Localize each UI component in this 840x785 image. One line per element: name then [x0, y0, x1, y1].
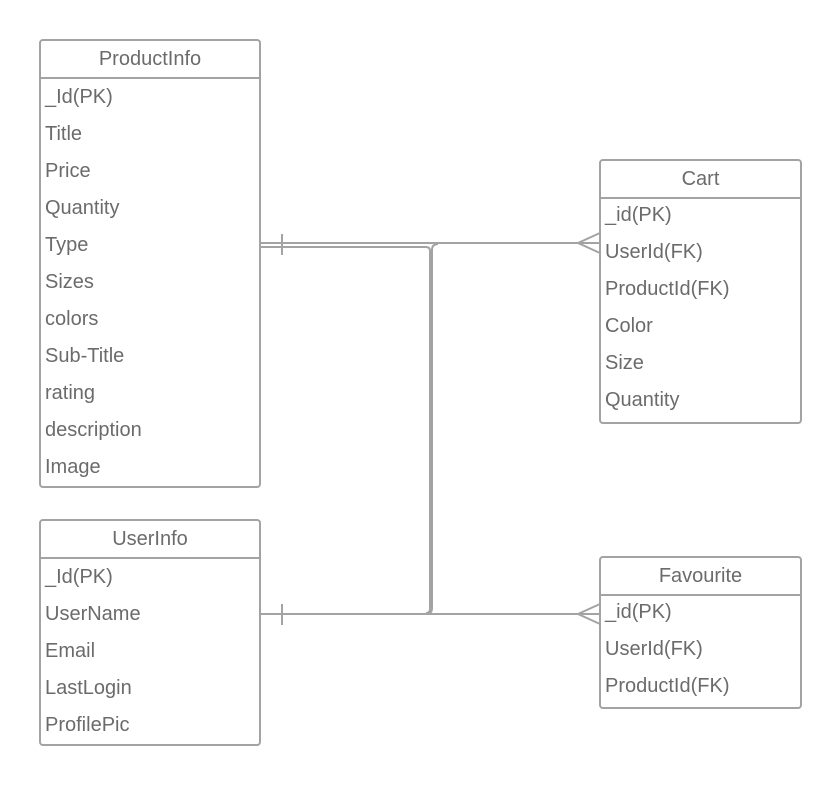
- many-marker-favourite: [575, 603, 601, 625]
- entity-field: _id(PK): [605, 601, 672, 623]
- entity-field: ProductId(FK): [605, 278, 730, 300]
- entity-field: Type: [45, 234, 89, 256]
- entity-userinfo: UserInfo _Id(PK) UserName Email LastLogi…: [39, 519, 261, 746]
- entity-field: Quantity: [605, 389, 680, 411]
- entity-field: Sub-Title: [45, 345, 125, 367]
- entity-field: _id(PK): [605, 204, 672, 226]
- entity-field: colors: [45, 308, 99, 330]
- entity-field: Image: [45, 456, 101, 478]
- entity-field-list: _Id(PK) UserName Email LastLogin Profile…: [41, 559, 259, 744]
- entity-cart: Cart _id(PK) UserId(FK) ProductId(FK) Co…: [599, 159, 802, 424]
- entity-productinfo: ProductInfo _Id(PK) Title Price Quantity…: [39, 39, 261, 488]
- entity-field: Email: [45, 640, 96, 662]
- entity-field: UserId(FK): [605, 638, 703, 660]
- entity-field: Size: [605, 352, 644, 374]
- entity-title: ProductInfo: [41, 41, 259, 79]
- many-marker-cart: [575, 232, 601, 254]
- entity-field: _Id(PK): [45, 566, 113, 588]
- entity-field-list: _id(PK) UserId(FK) ProductId(FK): [601, 596, 800, 705]
- connector-user-branch: [425, 243, 439, 615]
- entity-title: Cart: [601, 161, 800, 199]
- entity-field-list: _Id(PK) Title Price Quantity Type Sizes …: [41, 79, 259, 486]
- entity-field: UserName: [45, 603, 141, 625]
- entity-title: Favourite: [601, 558, 800, 596]
- entity-field: UserId(FK): [605, 241, 703, 263]
- entity-field: ProductId(FK): [605, 675, 730, 697]
- entity-field: _Id(PK): [45, 86, 113, 108]
- entity-favourite: Favourite _id(PK) UserId(FK) ProductId(F…: [599, 556, 802, 709]
- connector-product-branch: [261, 246, 431, 614]
- entity-field: Sizes: [45, 271, 94, 293]
- entity-field: ProfilePic: [45, 714, 130, 736]
- entity-field: LastLogin: [45, 677, 132, 699]
- entity-field: Color: [605, 315, 653, 337]
- entity-field-list: _id(PK) UserId(FK) ProductId(FK) Color S…: [601, 199, 800, 419]
- entity-field: Price: [45, 160, 91, 182]
- entity-field: Title: [45, 123, 83, 145]
- entity-field: description: [45, 419, 142, 441]
- entity-field: Quantity: [45, 197, 120, 219]
- entity-title: UserInfo: [41, 521, 259, 559]
- entity-field: rating: [45, 382, 96, 404]
